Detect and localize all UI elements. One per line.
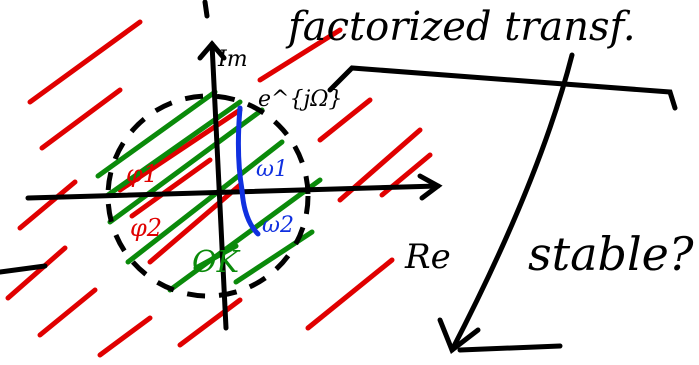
real-axis bbox=[25, 183, 441, 201]
real-axis-arrowhead bbox=[417, 173, 443, 201]
top-tick bbox=[202, 0, 210, 19]
omega2-label: ω2 bbox=[262, 213, 294, 238]
phi2-label: φ2 bbox=[130, 214, 162, 242]
green-hatching bbox=[95, 89, 323, 293]
omega1-label: ω1 bbox=[256, 157, 288, 182]
blue-arcs bbox=[235, 105, 261, 237]
axes bbox=[0, 0, 443, 331]
stable-underline bbox=[457, 343, 563, 353]
title-text: factorized transf. bbox=[285, 4, 636, 50]
arrow-head bbox=[437, 317, 481, 354]
ok-label: OK bbox=[192, 245, 241, 280]
imag-axis bbox=[209, 41, 229, 331]
left-stub bbox=[0, 263, 48, 275]
omega1-arc bbox=[235, 105, 245, 193]
imag-axis-arrowhead bbox=[197, 40, 227, 61]
phi1-label: φ1 bbox=[126, 160, 158, 188]
unit-circle bbox=[105, 93, 311, 299]
arrow-shaft bbox=[449, 52, 575, 353]
zero-label: e^{jΩ} bbox=[258, 87, 343, 112]
real-axis-label: Re bbox=[404, 237, 451, 277]
callout-lines bbox=[327, 52, 678, 354]
stable-question: stable? bbox=[528, 227, 694, 281]
title-connector bbox=[327, 65, 678, 111]
omega2-arc bbox=[239, 187, 261, 237]
imag-axis-label: Im bbox=[217, 47, 248, 72]
